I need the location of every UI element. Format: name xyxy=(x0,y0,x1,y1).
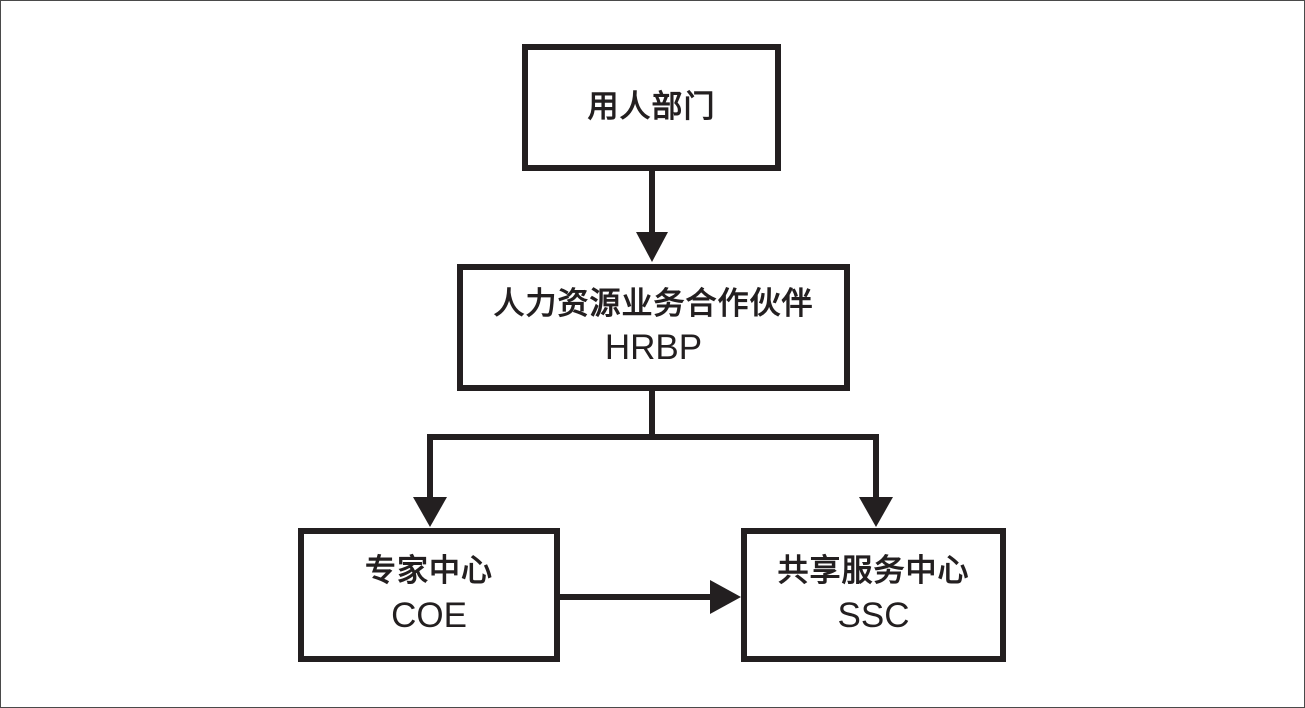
arrowhead-ssc-left xyxy=(710,580,741,614)
edge-hrbp-to-coe xyxy=(427,434,652,497)
node-title: 人力资源业务合作伙伴 xyxy=(493,285,814,322)
arrowhead-coe xyxy=(413,497,447,527)
node-employing-department: 用人部门 xyxy=(522,44,781,171)
node-title: 专家中心 xyxy=(365,553,493,590)
arrowhead-hrbp xyxy=(636,232,668,262)
node-title: 共享服务中心 xyxy=(777,553,970,590)
arrowhead-ssc xyxy=(859,497,893,527)
node-title: 用人部门 xyxy=(587,88,716,125)
node-abbr: HRBP xyxy=(604,328,703,368)
node-abbr: COE xyxy=(391,595,467,635)
node-ssc: 共享服务中心 SSC xyxy=(741,528,1006,662)
edge-hrbp-to-ssc xyxy=(652,434,879,497)
node-abbr: SSC xyxy=(837,595,910,635)
node-coe: 专家中心 COE xyxy=(298,528,560,662)
node-hrbp: 人力资源业务合作伙伴 HRBP xyxy=(457,264,850,391)
